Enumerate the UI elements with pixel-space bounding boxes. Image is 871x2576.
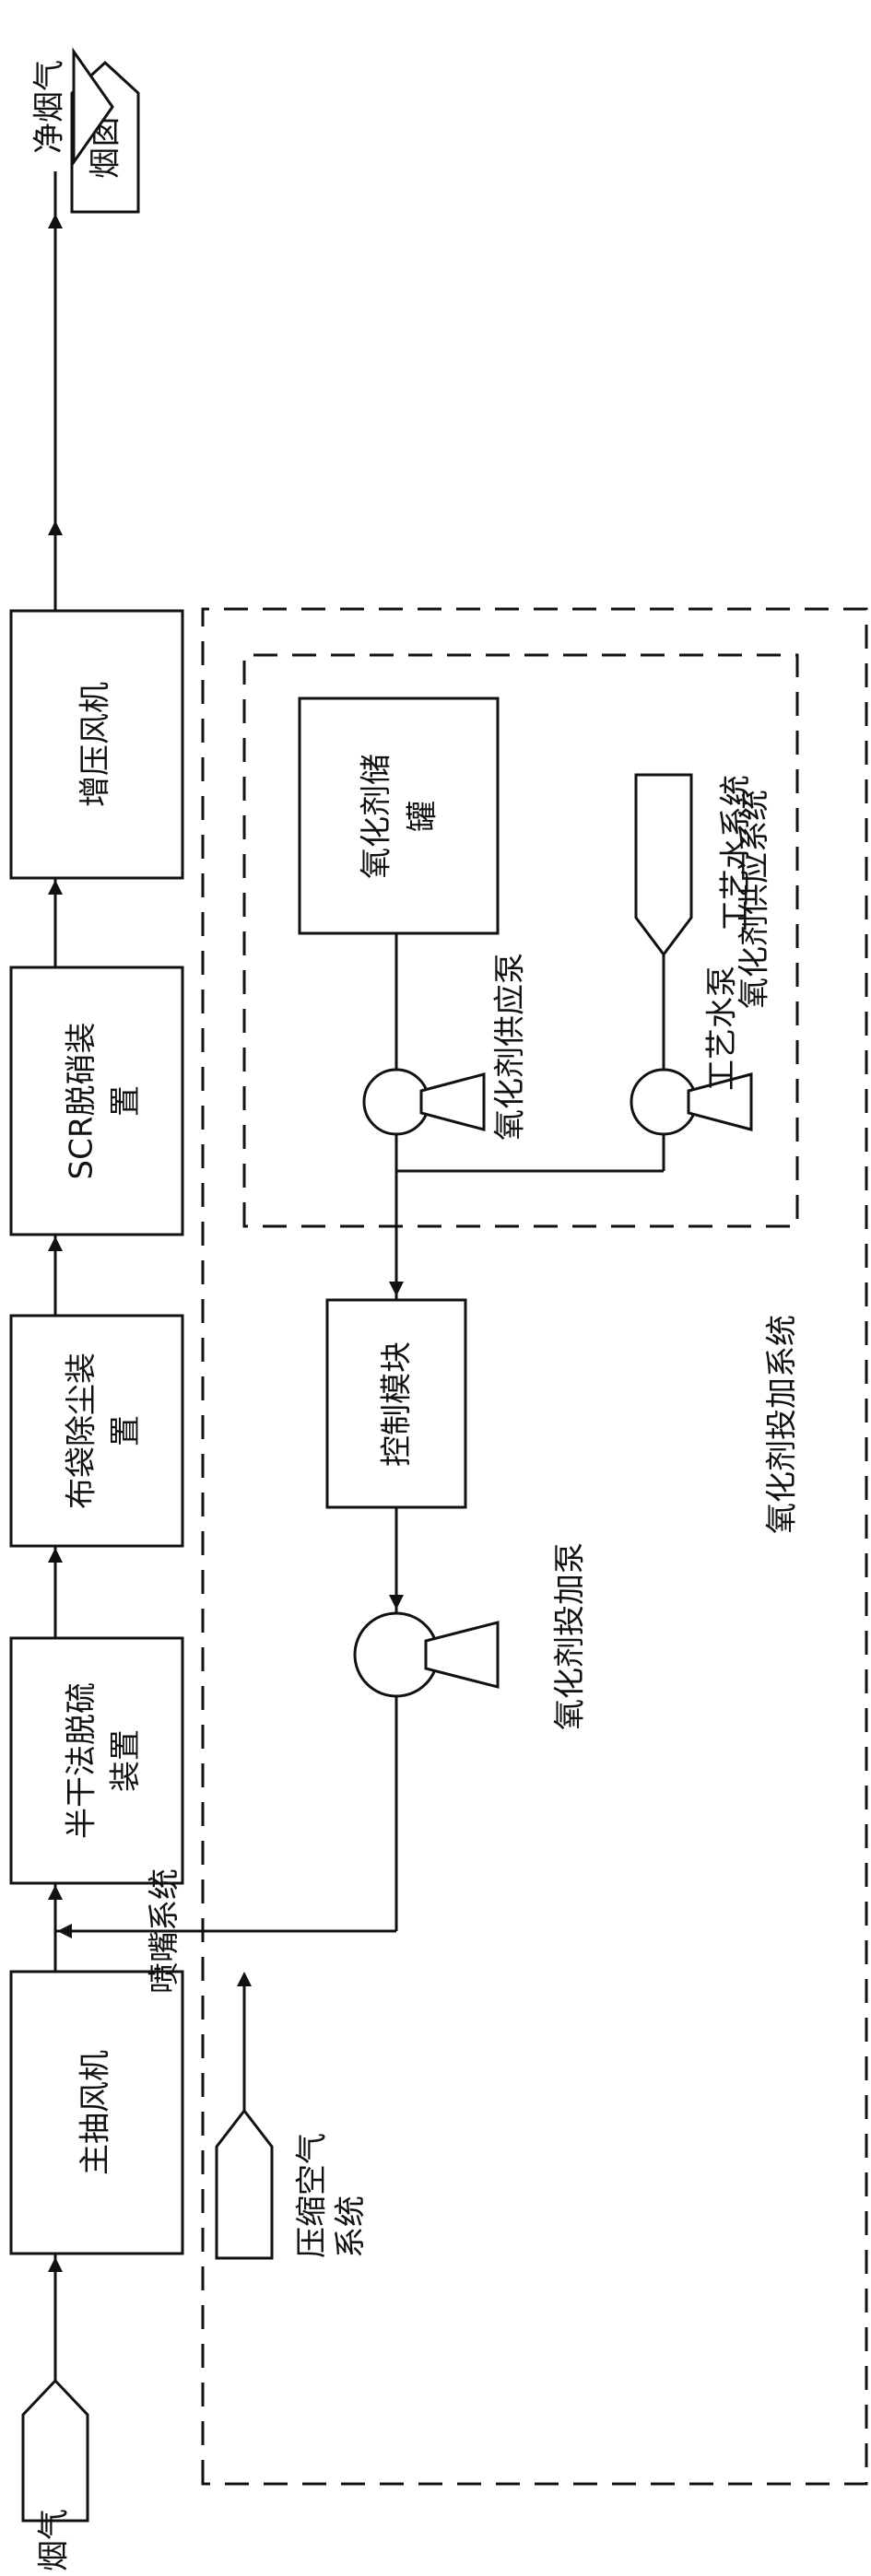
control-arrow xyxy=(389,1282,404,1296)
clean-gas-out-label: 净烟气 xyxy=(31,60,68,154)
storage-tank-label-line2: 罐 xyxy=(405,801,441,832)
control-module-label: 控制模块 xyxy=(379,1341,416,1467)
bag-filter-box xyxy=(9,1314,184,1548)
dosing-pump-outlet xyxy=(424,1621,500,1689)
dosing-pump-label: 氧化剂投加泵 xyxy=(552,1542,589,1730)
process-water-system-label: 工艺水系统 xyxy=(718,775,755,931)
storage-tank-label-line1: 氧化剂储 xyxy=(359,754,395,879)
main-fan-box xyxy=(9,1970,184,2255)
flue-gas-inlet-shape xyxy=(21,2378,89,2523)
bag-filter-label-line2: 置 xyxy=(108,1415,145,1446)
flow-arrow xyxy=(48,521,63,535)
process-water-system-shape xyxy=(634,773,693,957)
clean-gas-outlet-shape xyxy=(72,47,114,167)
process-water-pump-circle xyxy=(630,1068,698,1136)
compressed-air-label-line2: 系统 xyxy=(333,2195,370,2258)
main-fan-label: 主抽风机 xyxy=(77,2050,114,2175)
semi-dry-desulf-label-line1: 半干法脱硫 xyxy=(64,1682,100,1839)
flow-arrow xyxy=(48,1236,63,1251)
dosing-system-boundary xyxy=(201,607,868,2486)
scr-denitration-label-line2: 置 xyxy=(108,1085,145,1117)
flow-arrow xyxy=(48,880,63,895)
compressed-air-label-line1: 压缩空气 xyxy=(294,2133,331,2258)
semi-dry-desulf-label-line2: 装置 xyxy=(108,1729,145,1792)
supply-pump-outlet xyxy=(419,1072,486,1131)
flow-arrow xyxy=(48,1548,63,1563)
supply-system-boundary xyxy=(242,653,799,1228)
dosing-arrow xyxy=(389,1595,404,1610)
process-water-pump-label: 工艺水泵 xyxy=(704,966,741,1091)
scr-denitration-box xyxy=(9,966,184,1236)
nozzle-system-label: 喷嘴系统 xyxy=(147,1868,183,1994)
scr-denitration-label-line1: SCR脱硝装 xyxy=(64,1023,100,1180)
booster-fan-box xyxy=(9,609,184,880)
process-water-pump-outlet xyxy=(687,1072,753,1131)
flow-arrow xyxy=(48,214,63,228)
dosing-system-title: 氧化剂投加系统 xyxy=(764,1315,801,1534)
storage-tank-box xyxy=(298,697,500,935)
flow-arrow xyxy=(48,1885,63,1900)
semi-dry-desulf-box xyxy=(9,1636,184,1885)
booster-fan-label: 增压风机 xyxy=(77,682,114,807)
supply-system-title: 氧化剂供应系统 xyxy=(736,790,773,1009)
flow-arrow xyxy=(48,2257,63,2272)
supply-pump-circle xyxy=(362,1068,430,1136)
bag-filter-label-line1: 布袋除尘装 xyxy=(64,1352,100,1509)
flue-gas-in-label: 烟气 xyxy=(36,2509,73,2571)
air-arrow xyxy=(237,1972,252,1986)
nozzle-arrow xyxy=(57,1924,72,1938)
compressed-air-shape xyxy=(215,2108,274,2260)
supply-pump-label: 氧化剂供应泵 xyxy=(492,953,529,1141)
